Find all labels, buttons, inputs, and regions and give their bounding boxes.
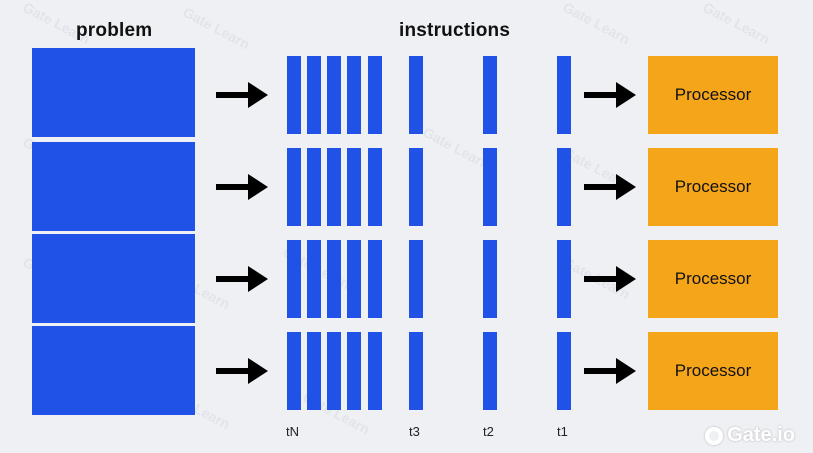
arrow-right-icon bbox=[216, 82, 268, 108]
problem-block bbox=[32, 48, 195, 137]
processor-box: Processor bbox=[648, 148, 778, 226]
watermark-text: Gate Learn bbox=[420, 123, 493, 173]
brand-text: Gate.io bbox=[727, 424, 795, 446]
instruction-bar bbox=[287, 56, 301, 134]
arrow-head bbox=[616, 82, 636, 108]
watermark-text: Gate Learn bbox=[180, 3, 253, 53]
instruction-bar bbox=[287, 148, 301, 226]
instruction-bar bbox=[347, 148, 361, 226]
arrow-shaft bbox=[584, 276, 620, 282]
arrow-shaft bbox=[216, 276, 252, 282]
watermark-text: Gate Learn bbox=[700, 0, 773, 48]
problem-label: problem bbox=[76, 20, 153, 41]
time-label-tN: tN bbox=[286, 424, 299, 439]
processor-label: Processor bbox=[674, 85, 752, 104]
instruction-bar bbox=[409, 148, 423, 226]
brand-logo: Gate.io bbox=[705, 424, 795, 447]
arrow-head bbox=[616, 358, 636, 384]
processor-box: Processor bbox=[648, 240, 778, 318]
instruction-bar bbox=[287, 332, 301, 410]
instruction-bar bbox=[483, 332, 497, 410]
instruction-bar bbox=[557, 240, 571, 318]
time-label-t3: t3 bbox=[409, 424, 420, 439]
arrow-head bbox=[248, 174, 268, 200]
processor-label: Processor bbox=[674, 361, 752, 380]
instruction-bar bbox=[409, 332, 423, 410]
instruction-bar bbox=[368, 332, 382, 410]
arrow-right-icon bbox=[584, 82, 636, 108]
instruction-bar bbox=[347, 240, 361, 318]
arrow-right-icon bbox=[584, 358, 636, 384]
instruction-bar bbox=[368, 56, 382, 134]
problem-block bbox=[32, 326, 195, 415]
instruction-bar bbox=[307, 240, 321, 318]
instruction-bar bbox=[557, 332, 571, 410]
instruction-bar bbox=[347, 56, 361, 134]
arrow-head bbox=[248, 358, 268, 384]
arrow-right-icon bbox=[584, 266, 636, 292]
problem-block bbox=[32, 234, 195, 323]
instruction-bar bbox=[483, 240, 497, 318]
instruction-bar bbox=[557, 56, 571, 134]
processor-box: Processor bbox=[648, 332, 778, 410]
arrow-head bbox=[248, 266, 268, 292]
instructions-label: instructions bbox=[399, 20, 511, 41]
instruction-bar bbox=[483, 148, 497, 226]
arrow-shaft bbox=[584, 92, 620, 98]
arrow-head bbox=[616, 174, 636, 200]
processor-label: Processor bbox=[674, 269, 752, 288]
instruction-bar bbox=[287, 240, 301, 318]
instruction-bar bbox=[327, 148, 341, 226]
instruction-bar bbox=[347, 332, 361, 410]
watermark-text: Gate Learn bbox=[560, 0, 633, 48]
instruction-bar bbox=[307, 56, 321, 134]
arrow-shaft bbox=[216, 184, 252, 190]
arrow-right-icon bbox=[216, 358, 268, 384]
time-label-t2: t2 bbox=[483, 424, 494, 439]
gate-logo-icon bbox=[705, 426, 724, 445]
processor-box: Processor bbox=[648, 56, 778, 134]
processor-label: Processor bbox=[674, 177, 752, 196]
arrow-head bbox=[248, 82, 268, 108]
instruction-bar bbox=[409, 56, 423, 134]
time-label-t1: t1 bbox=[557, 424, 568, 439]
instruction-bar bbox=[409, 240, 423, 318]
arrow-right-icon bbox=[584, 174, 636, 200]
arrow-shaft bbox=[216, 92, 252, 98]
instruction-bar bbox=[307, 148, 321, 226]
instruction-bar bbox=[327, 240, 341, 318]
arrow-right-icon bbox=[216, 174, 268, 200]
instruction-bar bbox=[368, 240, 382, 318]
arrow-right-icon bbox=[216, 266, 268, 292]
arrow-head bbox=[616, 266, 636, 292]
instruction-bar bbox=[368, 148, 382, 226]
instruction-bar bbox=[483, 56, 497, 134]
instruction-bar bbox=[557, 148, 571, 226]
instruction-bar bbox=[327, 332, 341, 410]
instruction-bar bbox=[327, 56, 341, 134]
arrow-shaft bbox=[216, 368, 252, 374]
instruction-bar bbox=[307, 332, 321, 410]
problem-block bbox=[32, 142, 195, 231]
arrow-shaft bbox=[584, 368, 620, 374]
arrow-shaft bbox=[584, 184, 620, 190]
